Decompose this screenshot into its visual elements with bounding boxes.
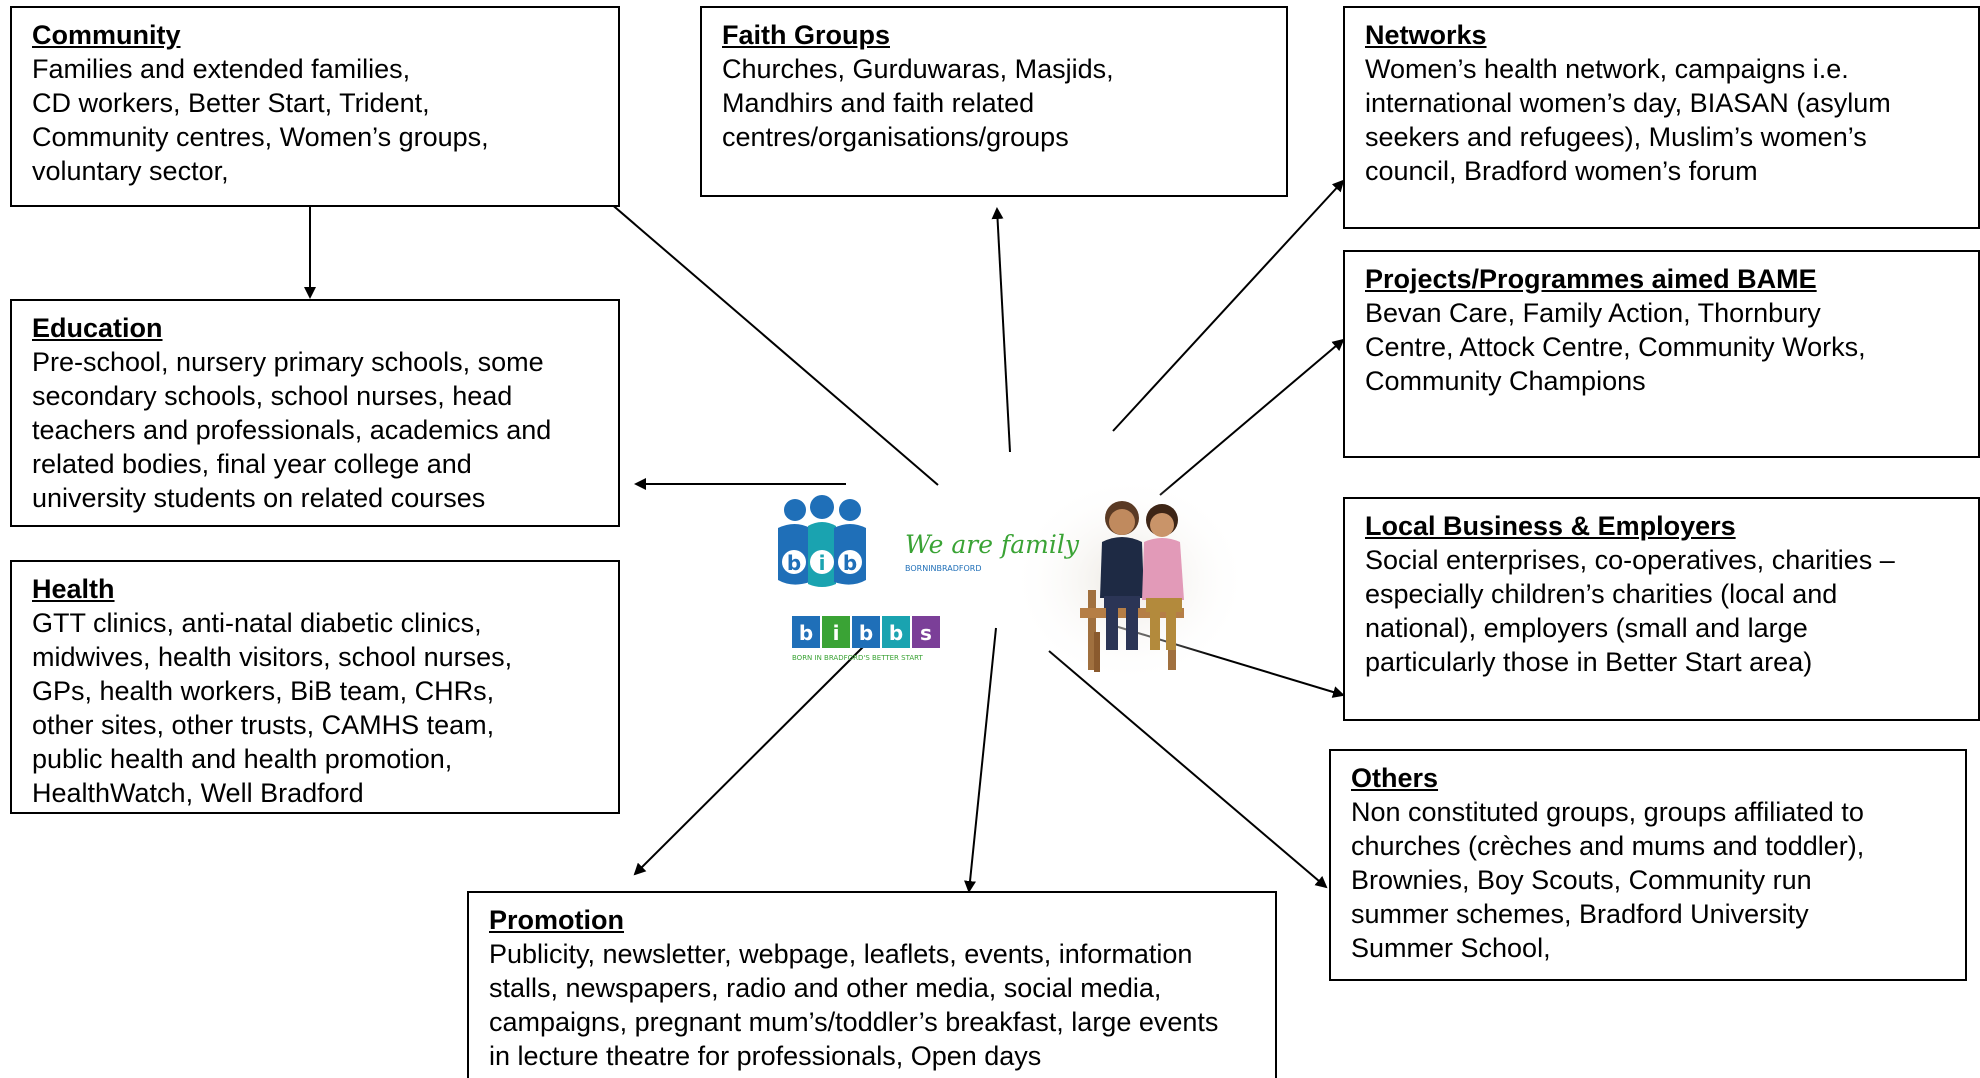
local-business-body: Social enterprises, co-operatives, chari… [1365, 545, 1895, 677]
bib-letter-1: b [787, 551, 801, 575]
promotion-box: Promotion Publicity, newsletter, webpage… [467, 891, 1277, 1078]
education-body: Pre-school, nursery primary schools, som… [32, 347, 552, 513]
community-body: Families and extended families, CD worke… [32, 54, 489, 186]
community-title: Community [32, 20, 181, 50]
faith-groups-box: Faith Groups Churches, Gurduwaras, Masji… [700, 6, 1288, 197]
local-business-title: Local Business & Employers [1365, 511, 1736, 541]
community-box: Community Families and extended families… [10, 6, 620, 207]
faith-groups-body: Churches, Gurduwaras, Masjids, Mandhirs … [722, 54, 1114, 152]
arrow-to-faith [991, 207, 1011, 453]
promotion-title: Promotion [489, 905, 624, 935]
logo-tagline: We are family [905, 530, 1080, 559]
others-box: Others Non constituted groups, groups af… [1329, 749, 1967, 981]
networks-box: Networks Women’s health network, campaig… [1343, 6, 1980, 229]
logo-tagline-sub: BORNINBRADFORD [905, 564, 982, 573]
education-box: Education Pre-school, nursery primary sc… [10, 299, 620, 527]
projects-body: Bevan Care, Family Action, Thornbury Cen… [1365, 298, 1866, 396]
arrow-to-promotion [633, 644, 866, 876]
networks-body: Women’s health network, campaigns i.e. i… [1365, 54, 1891, 186]
bibbs-letter-1: b [799, 621, 813, 645]
bibbs-letter-4: b [889, 621, 903, 645]
bib-letter-2: i [819, 551, 826, 575]
arrow-to-promotion-center [964, 627, 997, 893]
bibbs-letter-3: b [859, 621, 873, 645]
others-title: Others [1351, 763, 1439, 793]
arrow-to-projects [1159, 338, 1345, 496]
faith-groups-title: Faith Groups [722, 20, 890, 50]
local-business-box: Local Business & Employers Social enterp… [1343, 497, 1980, 721]
bib-logo-group: b i b We are family BORNINBRADFORD b i b… [778, 480, 1250, 685]
arrow-to-networks [1112, 179, 1345, 432]
bib-people-icon [778, 495, 866, 587]
bibbs-letter-5: s [920, 621, 932, 645]
health-body: GTT clinics, anti-natal diabetic clinics… [32, 608, 513, 808]
bibbs-letter-2: i [833, 621, 840, 645]
arrow-to-others [1048, 650, 1328, 889]
promotion-body: Publicity, newsletter, webpage, leaflets… [489, 939, 1219, 1071]
health-box: Health GTT clinics, anti-natal diabetic … [10, 560, 620, 814]
networks-title: Networks [1365, 20, 1487, 50]
arrow-to-community [600, 194, 939, 486]
others-body: Non constituted groups, groups affiliate… [1351, 797, 1865, 963]
health-title: Health [32, 574, 115, 604]
projects-title: Projects/Programmes aimed BAME [1365, 264, 1817, 294]
bibbs-subtitle: BORN IN BRADFORD'S BETTER START [792, 654, 923, 662]
bib-letter-3: b [843, 551, 857, 575]
projects-box: Projects/Programmes aimed BAME Bevan Car… [1343, 250, 1980, 458]
bibbs-tiles [792, 616, 940, 648]
children-on-bench-image [1080, 501, 1184, 672]
education-title: Education [32, 313, 163, 343]
